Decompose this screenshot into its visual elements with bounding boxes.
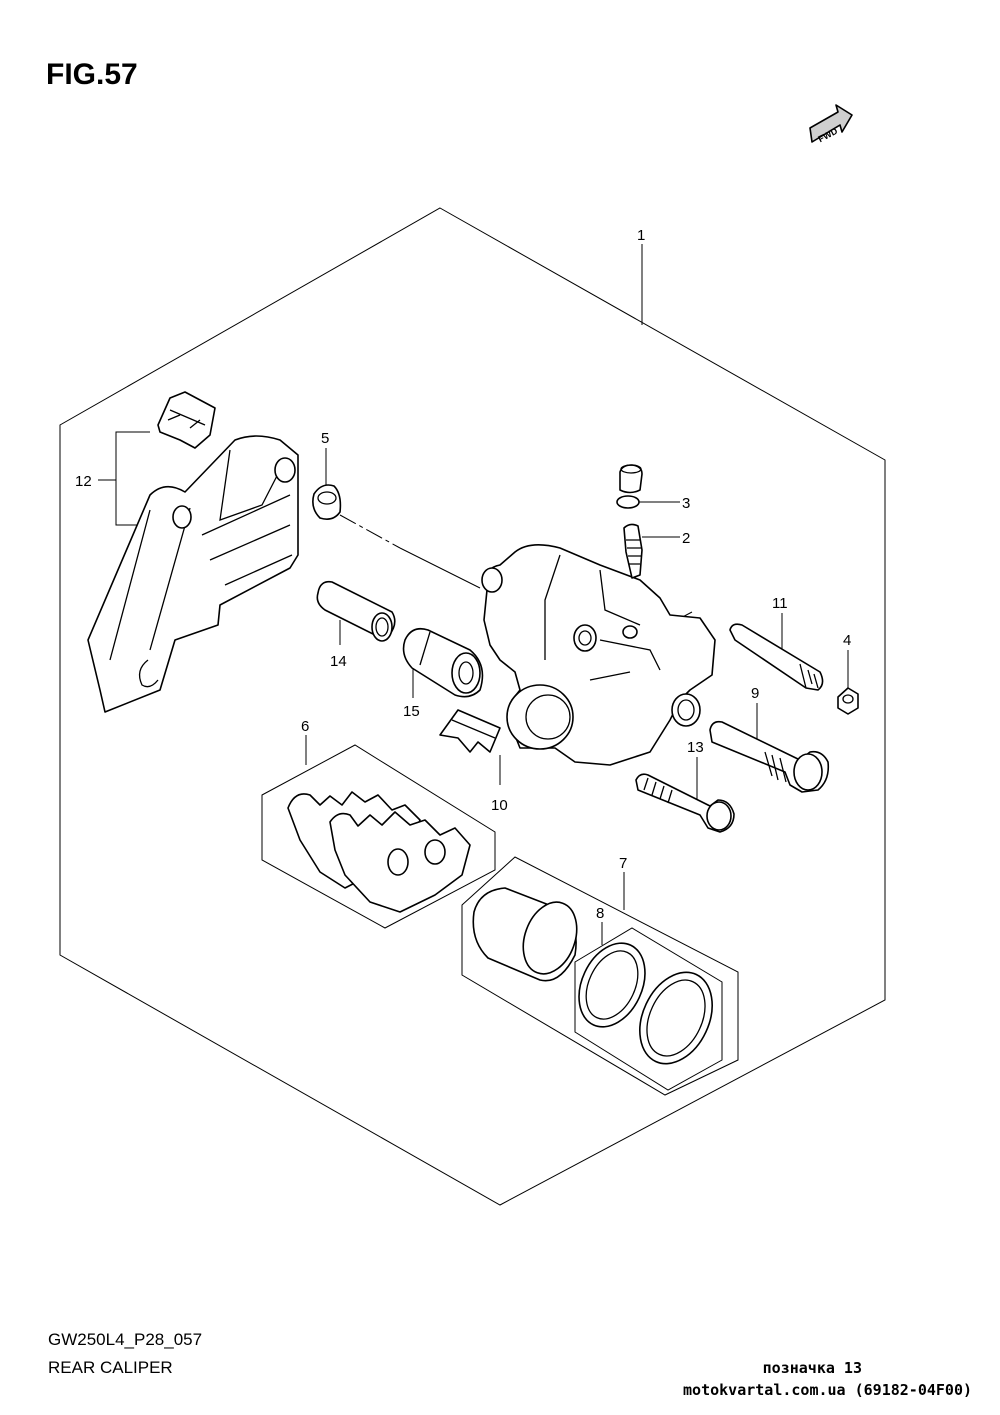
nut [837, 687, 859, 715]
dust-boot [312, 484, 342, 520]
bleeder-cap [616, 464, 643, 509]
callout-8: 8 [596, 905, 604, 922]
brake-pads [287, 791, 471, 913]
pad-spring [157, 391, 216, 449]
callout-7: 7 [619, 855, 627, 872]
seal-set-outline [574, 927, 723, 1091]
piston-set-outline [461, 856, 739, 1096]
caliper-bracket [87, 435, 299, 713]
diagram-code: GW250L4_P28_057 [48, 1330, 203, 1349]
leader-lines [98, 244, 849, 945]
mounting-bolt-long [709, 720, 830, 793]
sleeve [316, 580, 396, 642]
callout-10: 10 [491, 797, 508, 814]
callout-15: 15 [403, 703, 420, 720]
slide-boot [402, 627, 484, 698]
pad-set-outline [261, 744, 496, 929]
pad-retainer [439, 709, 501, 753]
piston [472, 887, 578, 982]
slide-pin [729, 623, 824, 691]
bleeder-valve [623, 523, 643, 579]
callout-1: 1 [637, 227, 645, 244]
piston-seals [578, 942, 713, 1065]
fwd-arrow-icon: FWD [809, 104, 853, 144]
callout-3: 3 [682, 495, 690, 512]
callout-6: 6 [301, 718, 309, 735]
callout-9: 9 [751, 685, 759, 702]
assembly-outline [59, 207, 886, 1206]
diagram-caption: REAR CALIPER [48, 1358, 173, 1377]
caliper-body [481, 544, 716, 766]
source-watermark: motokvartal.com.ua (69182-04F00) [683, 1381, 972, 1399]
callout-5: 5 [321, 430, 329, 447]
callout-14: 14 [330, 653, 347, 670]
callout-2: 2 [682, 530, 690, 547]
callout-13: 13 [687, 739, 704, 756]
page-marker: позначка 13 [762, 1359, 862, 1377]
callout-labels: 1 2 3 4 5 6 7 8 9 10 11 12 13 14 15 [75, 227, 851, 922]
callout-4: 4 [843, 632, 851, 649]
callout-11: 11 [772, 595, 788, 612]
mounting-bolt-short [635, 773, 735, 833]
figure-title: FIG.57 [46, 58, 138, 91]
callout-12: 12 [75, 473, 92, 490]
